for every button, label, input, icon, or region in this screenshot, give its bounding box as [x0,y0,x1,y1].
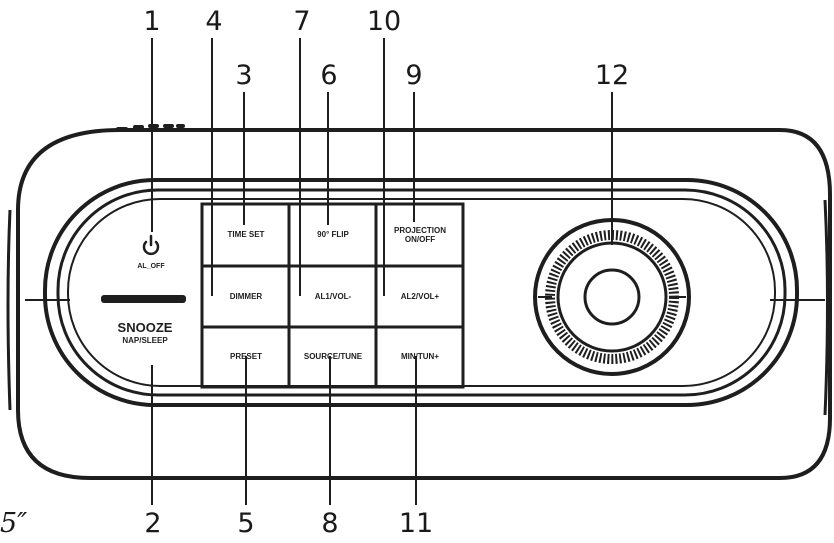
stray-text: 5″ [0,508,28,539]
al1-vol-key[interactable]: AL1/VOL- [314,292,352,302]
dimmer-key[interactable]: DIMMER [229,292,263,302]
callout-2: 2 [144,508,162,539]
device-body [16,128,832,480]
key-grid [200,202,465,389]
snooze-subtitle: NAP/SLEEP [122,336,168,345]
power-label: AL_OFF [137,263,165,270]
preset-key[interactable]: PRESET [229,352,262,362]
snooze-bar [101,295,186,303]
right-bumper [823,199,829,416]
callout-6: 6 [320,60,338,91]
callout-1: 1 [143,6,161,37]
callout-12: 12 [594,60,630,91]
time-set-key[interactable]: TIME SET [227,230,265,240]
projection-key[interactable]: PROJECTION ON/OFF [393,225,446,244]
callout-9: 9 [405,60,423,91]
callout-8: 8 [321,508,339,539]
panel-ring-middle [56,188,787,397]
leader-lines [151,38,613,505]
callout-11: 11 [398,508,434,539]
power-icon [142,234,160,256]
min-tun-key[interactable]: MIN/TUN+ [401,352,439,362]
snooze-title: SNOOZE [117,320,173,335]
callout-3: 3 [235,60,253,91]
al2-vol-key[interactable]: AL2/VOL+ [400,292,440,302]
callout-5: 5 [237,508,255,539]
left-bumper [6,209,12,411]
callout-10: 10 [366,6,402,37]
flip-key[interactable]: 90° FLIP [317,230,349,240]
source-key[interactable]: SOURCE/TUNE [303,352,363,362]
panel-ring-outer [43,178,799,407]
callout-7: 7 [293,6,311,37]
callout-4: 4 [205,6,223,37]
